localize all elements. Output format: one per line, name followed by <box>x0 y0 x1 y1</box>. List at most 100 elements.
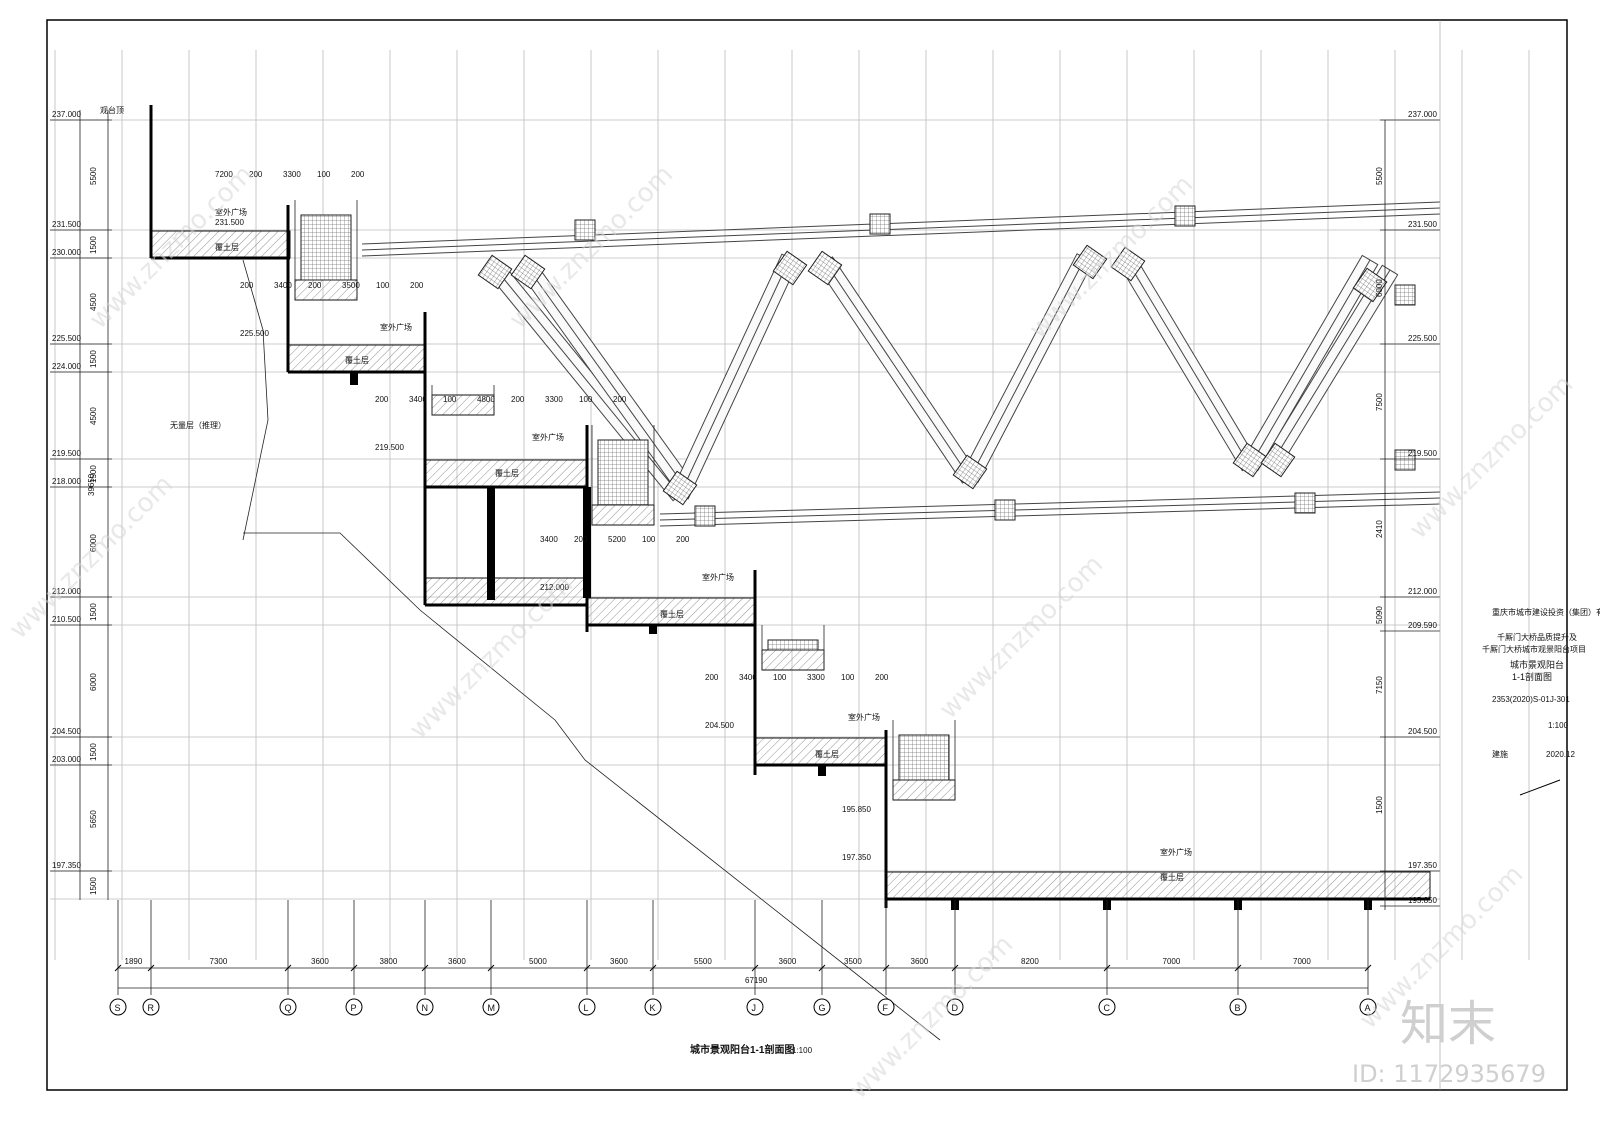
dim-tick <box>147 964 155 972</box>
right-elevation: 209.590 <box>1408 621 1437 630</box>
left-height: 4500 <box>89 293 98 311</box>
dim-tick <box>421 964 429 972</box>
diagonal-centerline <box>494 267 681 496</box>
soil-cover-label: 覆土层 <box>1160 872 1184 882</box>
left-elevation: 197.350 <box>52 861 81 870</box>
level-dimension: 195.850 <box>842 805 871 814</box>
axis-label: B <box>1235 1003 1241 1013</box>
column <box>818 765 826 776</box>
total-dimension: 67190 <box>745 976 768 985</box>
platform-railing <box>767 639 819 651</box>
axis-label: Q <box>285 1003 292 1013</box>
right-height: 2410 <box>1375 520 1384 538</box>
left-elevation: 219.500 <box>52 449 81 458</box>
axis-bubble <box>946 998 964 1016</box>
title-drawing-sub: 1-1剖面图 <box>1512 671 1552 682</box>
soil-cover-label: 覆土层 <box>345 355 369 365</box>
level-dimension: 3400 <box>409 395 427 404</box>
axis-label: G <box>819 1003 826 1013</box>
axis-label: N <box>422 1003 429 1013</box>
level-dimension: 3300 <box>807 673 825 682</box>
splice-plate <box>869 213 891 235</box>
level-elevation: 197.350 <box>842 853 871 862</box>
level-dimension: 200 <box>410 281 424 290</box>
axis-spacing: 1890 <box>125 957 143 966</box>
truss-node <box>477 254 513 290</box>
level-dimension: 100 <box>841 673 855 682</box>
left-elevation: 224.000 <box>52 362 81 371</box>
title-mark <box>1519 779 1561 796</box>
column <box>583 487 591 598</box>
axis-label: S <box>115 1003 121 1013</box>
axis-spacing: 5500 <box>694 957 712 966</box>
soil-cover-layer <box>150 230 291 259</box>
splice-plate <box>994 499 1016 521</box>
level-dimension: 200 <box>574 535 588 544</box>
diagonal-centerline <box>969 257 1086 479</box>
axis-spacing: 3800 <box>380 957 398 966</box>
title-drawing-no: 2353(2020)S-01J-301 <box>1492 695 1570 704</box>
splice-plate <box>1394 449 1416 471</box>
diagonal-centerline <box>527 267 681 481</box>
axis-label: F <box>883 1003 889 1013</box>
title-block: 重庆市城市建设投资（集团）有限公司 千厮门大桥品质提升及 千厮门大桥城市观景阳台… <box>1482 607 1600 759</box>
splice-plate <box>694 505 716 527</box>
dim-tick <box>1234 964 1242 972</box>
left-height: 6000 <box>89 534 98 552</box>
outdoor-plaza-label: 室外广场 <box>1160 847 1192 857</box>
dim-tick <box>487 964 495 972</box>
axis-label: J <box>752 1003 757 1013</box>
right-elevation: 237.000 <box>1408 110 1437 119</box>
axis-spacing: 7000 <box>1293 957 1311 966</box>
dim-tick <box>350 964 358 972</box>
title-company: 重庆市城市建设投资（集团）有限公司 <box>1492 607 1600 617</box>
truss-node <box>772 250 808 286</box>
axis-bubble <box>813 998 831 1016</box>
left-elevation: 230.000 <box>52 248 81 257</box>
truss-node <box>807 250 843 286</box>
right-height: 6000 <box>1375 279 1384 297</box>
axis-bubble <box>416 998 434 1016</box>
splice-plate <box>574 219 596 241</box>
level-dimension: 200 <box>308 281 322 290</box>
axis-spacing: 3600 <box>779 957 797 966</box>
level-dimension: 200 <box>351 170 365 179</box>
title-date: 2020.12 <box>1546 750 1575 759</box>
soil-cover-label: 覆土层 <box>815 749 839 759</box>
dim-tick <box>114 964 122 972</box>
annotation-layer: 237.000231.500230.000225.500224.000219.5… <box>50 20 1561 1090</box>
outdoor-plaza-label: 室外广场 <box>215 207 247 217</box>
right-height: 1500 <box>1375 796 1384 814</box>
bottom-chord <box>659 497 1441 521</box>
level-elevation: 204.500 <box>705 721 734 730</box>
truss-node <box>1072 244 1108 280</box>
logo-brand: 知末 <box>1400 996 1496 1052</box>
diagonal-centerline <box>1249 259 1371 467</box>
level-dimension: 200 <box>511 395 525 404</box>
left-height: 1500 <box>89 350 98 368</box>
dim-tick <box>751 964 759 972</box>
level-dimension: 200 <box>249 170 263 179</box>
level-dimension: 100 <box>317 170 331 179</box>
axis-label: K <box>650 1003 656 1013</box>
axis-bubble <box>1359 998 1377 1016</box>
soil-cover-label: 覆土层 <box>495 468 519 478</box>
platform-base <box>761 649 825 671</box>
right-elevation: 195.850 <box>1408 896 1437 905</box>
right-height: 7500 <box>1375 393 1384 411</box>
column <box>649 625 657 634</box>
axis-spacing: 3600 <box>448 957 466 966</box>
diagonal-centerline <box>1127 261 1251 467</box>
right-height: 5090 <box>1375 606 1384 624</box>
axis-label: D <box>952 1003 959 1013</box>
right-elevation: 197.350 <box>1408 861 1437 870</box>
fill-boundary <box>242 259 269 541</box>
dim-tick <box>284 964 292 972</box>
axis-bubble <box>142 998 160 1016</box>
left-total-height: 39650 <box>87 473 96 496</box>
axis-bubble <box>345 998 363 1016</box>
bottom-chord <box>659 491 1441 515</box>
title-scale: 1:100 <box>1548 721 1569 730</box>
axis-spacing: 7300 <box>210 957 228 966</box>
column <box>487 487 495 600</box>
